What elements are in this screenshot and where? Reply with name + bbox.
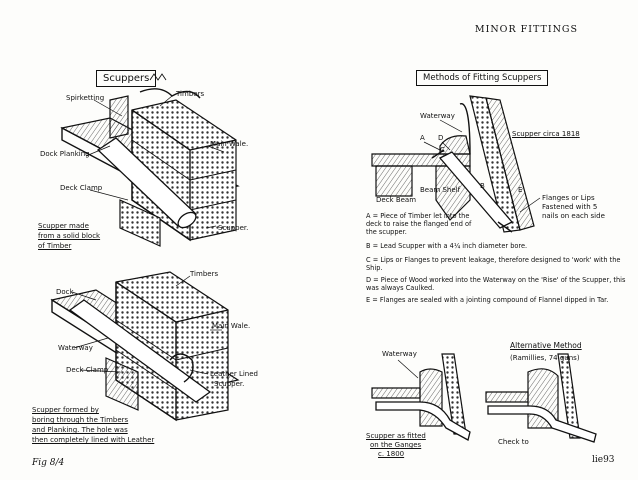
label-waterway-1818: Waterway <box>420 112 455 120</box>
notes-list: A = Piece of Timber let into the deck to… <box>366 212 626 306</box>
label-main-wale-bottom: Main Wale. <box>212 322 251 330</box>
caption-ganges-3: c. 1800 <box>378 450 405 458</box>
scupper-alternative-sections <box>371 353 597 443</box>
caption-bored-2: boring through the Timbers <box>32 416 129 424</box>
left-title: Scuppers <box>96 70 157 87</box>
label-d: D <box>438 134 444 142</box>
page-number: lie93 <box>592 455 615 465</box>
label-scupper-bottom: Scupper. <box>214 380 245 388</box>
label-timbers-top: Timbers <box>176 90 205 98</box>
caption-block-2: from a solid block <box>38 232 101 240</box>
label-deck-bottom: Dock <box>56 288 74 296</box>
scupper-bored-drawing <box>50 271 240 422</box>
label-waterway-left: Waterway <box>58 344 93 352</box>
scupper-block-drawing <box>60 73 240 247</box>
note-a: A = Piece of Timber let into the deck to… <box>366 212 472 236</box>
caption-bored-4: then completely lined with Leather <box>32 436 155 444</box>
label-flanges-3: nails on each side <box>542 212 605 220</box>
label-waterway-ganges: Waterway <box>382 350 417 358</box>
label-deck-planking: Dock Planking <box>40 150 90 158</box>
note-e: E = Flanges are sealed with a jointing c… <box>366 296 609 304</box>
label-a: A <box>420 134 425 142</box>
right-title: Methods of Fitting Scuppers <box>416 70 549 86</box>
label-b: B <box>480 182 485 190</box>
label-deck-clamp-bottom: Deck Clamp <box>66 366 109 374</box>
label-scupper-top: Scupper. <box>218 224 249 232</box>
figure-number: Fig 8/4 <box>32 458 65 468</box>
label-ramillies: (Ramillies, 74 guns) <box>510 354 580 362</box>
label-scupper-1818: Scupper circa 1818 <box>512 130 580 138</box>
caption-check-to: Check to <box>498 438 529 446</box>
caption-ganges-2: on the Ganges <box>370 441 422 449</box>
label-flanges-1: Flanges or Lips <box>542 194 595 202</box>
label-timbers-bottom: Timbers <box>190 270 219 278</box>
label-spirketting: Spirketting <box>66 94 105 102</box>
label-main-wale-top: Main Wale. <box>210 140 249 148</box>
caption-block-1: Scupper made <box>38 222 89 230</box>
label-deck-beam: Deck Beam <box>376 196 417 204</box>
scupper-1818-section <box>371 95 541 233</box>
label-c: C <box>440 146 445 154</box>
label-leather-lined: Leather Lined <box>210 370 258 378</box>
label-beam-shelf: Beam Shelf <box>420 186 461 194</box>
label-e: E <box>518 186 523 194</box>
label-flanges-2: Fastened with 5 <box>542 203 598 211</box>
caption-ganges-1: Scupper as fitted <box>366 432 426 440</box>
caption-bored-1: Scupper formed by <box>32 406 99 414</box>
label-alternative-method: Alternative Method <box>510 341 582 350</box>
caption-block-3: of Timber <box>38 242 72 250</box>
caption-bored-3: and Planking. The hole was <box>32 426 128 434</box>
running-header: MINOR FITTINGS <box>474 24 578 35</box>
note-c: C = Lips or Flanges to prevent leakage, … <box>366 256 621 272</box>
note-b: B = Lead Scupper with a 4¼ inch diameter… <box>366 242 528 250</box>
label-deck-clamp-top: Deck Clamp <box>60 184 103 192</box>
note-d: D = Piece of Wood worked into the Waterw… <box>366 276 626 292</box>
